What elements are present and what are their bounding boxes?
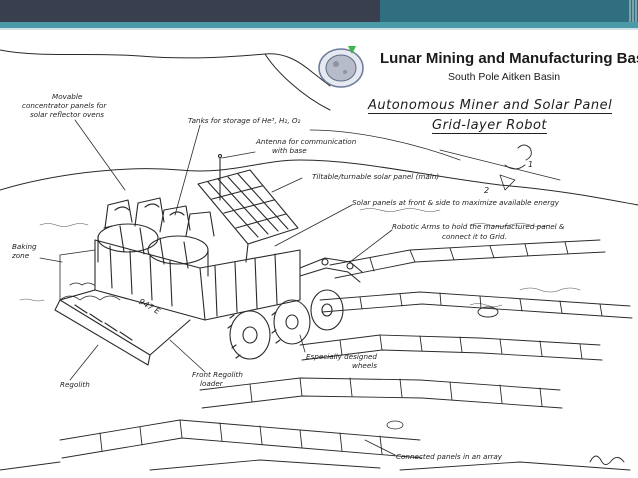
arrow-label-2: 2	[484, 186, 490, 195]
base-subtitle: South Pole Aitken Basin	[448, 71, 561, 83]
base-title: Lunar Mining and Manufacturing Base	[380, 50, 638, 67]
label-wheels-1: Especially designed	[306, 352, 377, 361]
label-loader-2: loader	[200, 379, 223, 388]
label-tiltable: Tiltable/turnable solar panel (main)	[312, 172, 440, 181]
thin-strip	[0, 28, 638, 30]
top-bar-accent	[380, 0, 638, 22]
sketch-title-line2: Grid-layer Robot	[432, 118, 548, 134]
label-regolith: Regolith	[60, 380, 90, 389]
label-baking-1: Baking	[12, 242, 37, 251]
label-movable-1: Movable	[52, 92, 83, 101]
label-antenna-1: Antenna for communication	[256, 137, 357, 146]
edge-lines	[629, 0, 637, 22]
moon-globe-icon	[318, 46, 364, 88]
label-wheels-2: wheels	[352, 361, 378, 370]
label-tanks: Tanks for storage of He³, H₂, O₂	[188, 116, 301, 125]
label-arms-1: Robotic Arms to hold the manufactured pa…	[392, 222, 565, 231]
label-side-panels: Solar panels at front & side to maximize…	[352, 198, 560, 207]
teal-strip	[0, 22, 638, 28]
label-movable-3: solar reflector ovens	[30, 110, 105, 119]
label-antenna-2: with base	[272, 146, 307, 155]
label-baking-2: zone	[12, 251, 30, 260]
label-movable-2: concentrator panels for	[22, 101, 107, 110]
label-arms-2: connect it to Grid.	[442, 232, 507, 241]
label-loader-1: Front Regolith	[192, 370, 243, 379]
sketch-title-line1: Autonomous Miner and Solar Panel	[368, 98, 613, 114]
label-connected: Connected panels in an array	[396, 452, 503, 461]
arrow-label-1: 1	[528, 160, 534, 169]
